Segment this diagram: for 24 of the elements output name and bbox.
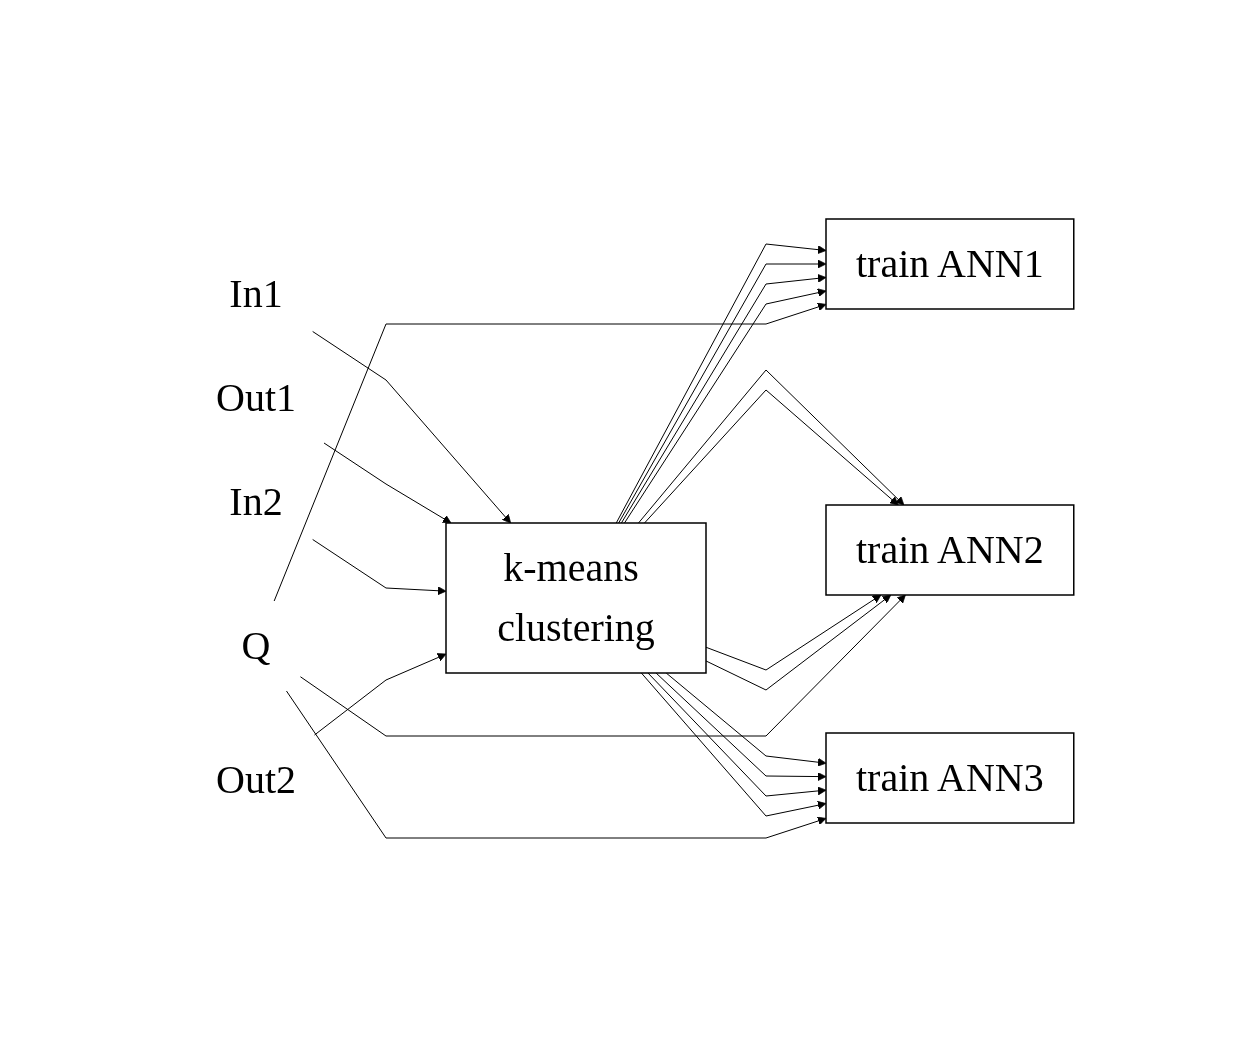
arrow (311, 539, 446, 596)
arrow (299, 594, 906, 737)
node-text: In1 (228, 271, 283, 316)
node-text: In2 (228, 479, 283, 524)
arrow (285, 690, 826, 839)
arrow (705, 594, 881, 671)
node-text: Q (241, 623, 271, 668)
arrow (637, 369, 904, 524)
node-text: Out2 (215, 757, 296, 802)
arrow (273, 302, 826, 602)
arrow (705, 594, 891, 691)
arrow (313, 653, 446, 736)
arrow (665, 672, 826, 767)
node-box: train ANN3 (824, 732, 1075, 824)
arrow (311, 331, 511, 524)
node-text: Out1 (215, 375, 296, 420)
node-box: train ANN2 (824, 504, 1075, 596)
arrow (640, 672, 826, 817)
arrow (655, 672, 826, 781)
arrow (323, 442, 451, 524)
node-box: k-means clustering (444, 522, 707, 674)
node-box: train ANN1 (824, 218, 1075, 310)
arrow (647, 672, 826, 797)
arrow (643, 389, 899, 524)
